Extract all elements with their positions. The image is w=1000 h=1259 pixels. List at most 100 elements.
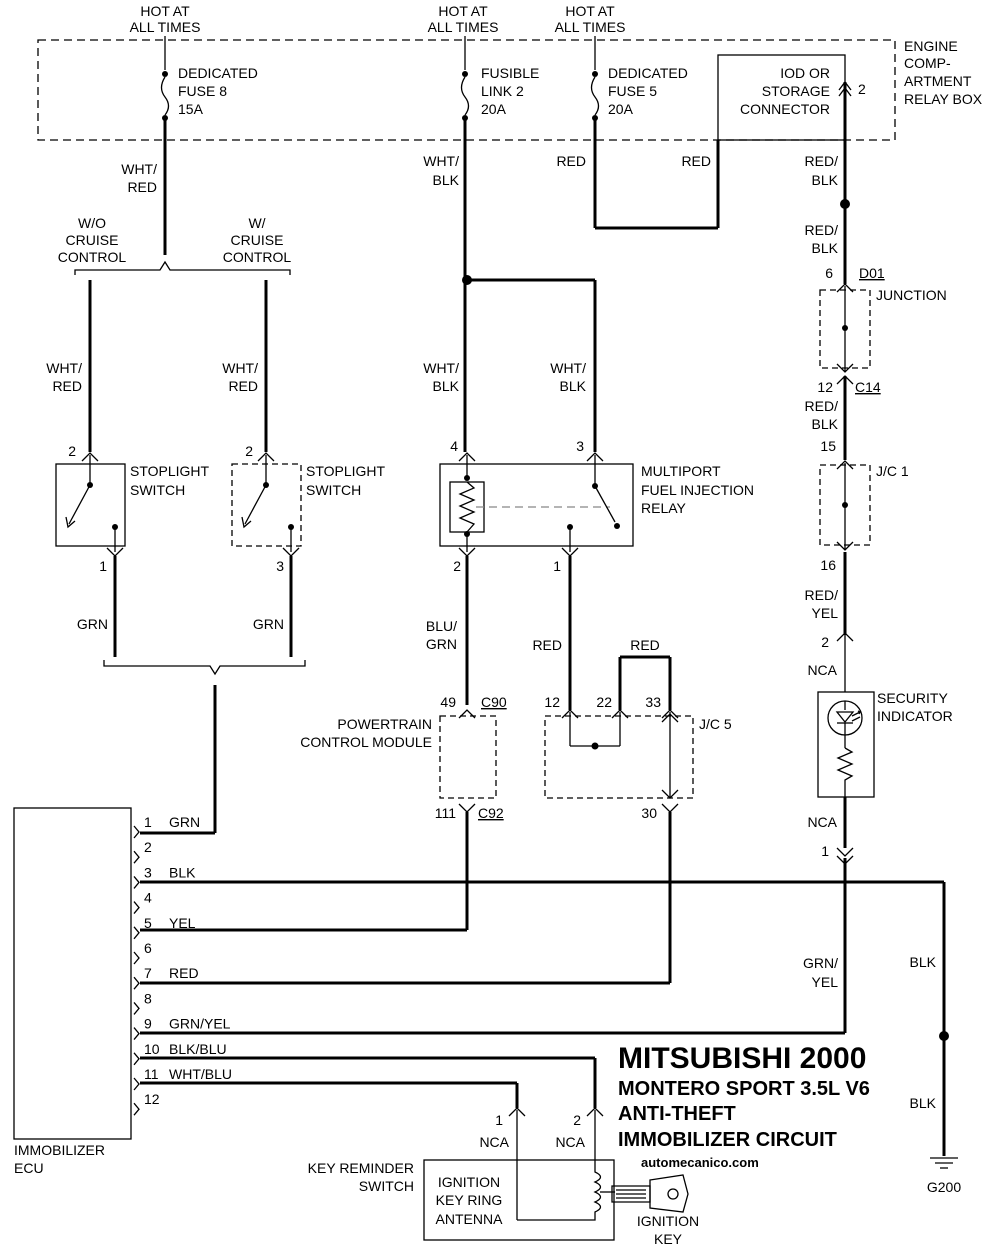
- svg-text:CRUISE: CRUISE: [66, 232, 119, 248]
- svg-text:1: 1: [99, 558, 107, 574]
- relay-coil-icon: [458, 481, 476, 533]
- svg-text:1: 1: [495, 1112, 503, 1128]
- svg-text:NCA: NCA: [479, 1134, 509, 1150]
- site-watermark: automecanico.com: [641, 1155, 759, 1170]
- ecu-pin-2: 2: [133, 839, 152, 864]
- svg-text:BLK: BLK: [433, 172, 460, 188]
- fuse-8-icon: [160, 76, 170, 116]
- svg-text:STOPLIGHT: STOPLIGHT: [130, 463, 210, 479]
- svg-text:33: 33: [645, 694, 661, 710]
- pcm-box: [439, 715, 497, 799]
- svg-text:C90: C90: [481, 694, 507, 710]
- jc5-box: [544, 715, 694, 799]
- svg-text:SWITCH: SWITCH: [130, 482, 185, 498]
- svg-text:WHT/: WHT/: [423, 360, 459, 376]
- svg-text:DEDICATED: DEDICATED: [178, 65, 258, 81]
- svg-text:IGNITION: IGNITION: [637, 1213, 699, 1229]
- svg-text:WHT/: WHT/: [550, 360, 586, 376]
- svg-text:G200: G200: [927, 1179, 961, 1195]
- relay-box-label-2: COMP-: [904, 55, 951, 71]
- ecu-pin-number: 10: [144, 1041, 160, 1057]
- svg-text:IOD OR: IOD OR: [780, 65, 830, 81]
- svg-text:2: 2: [821, 634, 829, 650]
- ecu-pin-wire-color: RED: [169, 965, 199, 981]
- svg-text:DEDICATED: DEDICATED: [608, 65, 688, 81]
- svg-text:111: 111: [435, 805, 456, 821]
- cruise-option-brace: [74, 260, 291, 275]
- svg-text:YEL: YEL: [812, 974, 839, 990]
- svg-text:INDICATOR: INDICATOR: [877, 708, 953, 724]
- svg-text:J/C 5: J/C 5: [699, 716, 732, 732]
- svg-text:12: 12: [817, 379, 833, 395]
- ecu-pin-6: 6: [133, 940, 152, 965]
- svg-text:WHT/: WHT/: [222, 360, 258, 376]
- svg-text:RED/: RED/: [805, 222, 839, 238]
- svg-text:IMMOBILIZER: IMMOBILIZER: [14, 1142, 105, 1158]
- svg-text:MULTIPORT: MULTIPORT: [641, 463, 721, 479]
- svg-text:FUSIBLE: FUSIBLE: [481, 65, 539, 81]
- ignition-key-icon: [600, 1174, 689, 1213]
- svg-text:C14: C14: [855, 379, 881, 395]
- svg-text:20A: 20A: [481, 101, 507, 117]
- fuse-5-icon: [590, 76, 600, 116]
- svg-text:RED: RED: [228, 378, 258, 394]
- svg-text:BLK: BLK: [812, 240, 839, 256]
- svg-text:STORAGE: STORAGE: [762, 83, 830, 99]
- svg-text:30: 30: [641, 805, 657, 821]
- hot-label-2b: ALL TIMES: [428, 19, 499, 35]
- svg-text:RED: RED: [127, 179, 157, 195]
- svg-text:RED/: RED/: [805, 398, 839, 414]
- svg-text:1: 1: [553, 558, 561, 574]
- hot-label-1: HOT AT: [140, 3, 190, 19]
- svg-text:22: 22: [596, 694, 612, 710]
- svg-text:SWITCH: SWITCH: [359, 1178, 414, 1194]
- svg-text:NCA: NCA: [807, 814, 837, 830]
- svg-text:ECU: ECU: [14, 1160, 44, 1176]
- ecu-pin-number: 12: [144, 1091, 160, 1107]
- svg-text:12: 12: [544, 694, 560, 710]
- svg-text:W/: W/: [248, 215, 265, 231]
- svg-text:WHT/: WHT/: [121, 161, 157, 177]
- ecu-pin-number: 3: [144, 864, 152, 880]
- svg-text:2: 2: [573, 1112, 581, 1128]
- mfi-relay-box: [439, 463, 634, 547]
- svg-text:NCA: NCA: [555, 1134, 585, 1150]
- ecu-pin-number: 4: [144, 890, 152, 906]
- ecu-pin-number: 2: [144, 839, 152, 855]
- svg-text:NCA: NCA: [807, 662, 837, 678]
- svg-text:STOPLIGHT: STOPLIGHT: [306, 463, 386, 479]
- svg-text:CONTROL: CONTROL: [223, 249, 292, 265]
- ecu-pin-number: 1: [144, 814, 152, 830]
- svg-text:4: 4: [450, 438, 458, 454]
- svg-text:RED: RED: [532, 637, 562, 653]
- svg-text:GRN: GRN: [426, 636, 457, 652]
- splice-blk: [939, 1031, 949, 1041]
- diagram-title: MITSUBISHI 2000: [618, 1042, 866, 1075]
- svg-text:CONTROL MODULE: CONTROL MODULE: [300, 734, 432, 750]
- svg-text:RED/: RED/: [805, 587, 839, 603]
- svg-text:CONNECTOR: CONNECTOR: [740, 101, 830, 117]
- svg-text:YEL: YEL: [812, 605, 839, 621]
- svg-text:BLK: BLK: [812, 416, 839, 432]
- svg-text:CONTROL: CONTROL: [58, 249, 127, 265]
- svg-text:GRN: GRN: [77, 616, 108, 632]
- svg-text:RED/: RED/: [805, 153, 839, 169]
- ecu-pin-8: 8: [133, 990, 152, 1015]
- antenna-coil-icon: [517, 1160, 602, 1221]
- svg-text:FUSE 5: FUSE 5: [608, 83, 657, 99]
- ecu-pin-number: 8: [144, 990, 152, 1006]
- ecu-pin-number: 9: [144, 1016, 152, 1032]
- relay-box-label-3: ARTMENT: [904, 73, 972, 89]
- svg-text:W/O: W/O: [78, 215, 106, 231]
- svg-text:BLK: BLK: [560, 378, 587, 394]
- ecu-pin-12: 12: [133, 1091, 160, 1116]
- ecu-pin-4: 4: [133, 890, 152, 915]
- svg-text:GRN: GRN: [253, 616, 284, 632]
- svg-text:RED: RED: [630, 637, 660, 653]
